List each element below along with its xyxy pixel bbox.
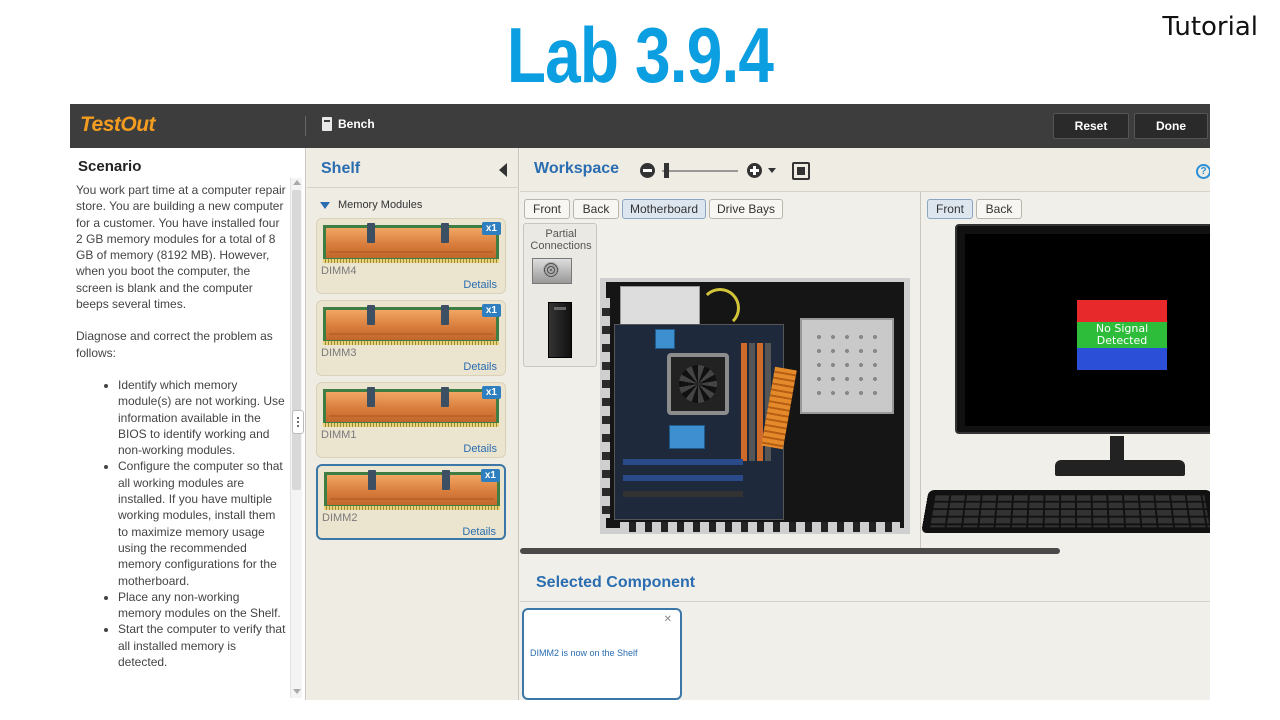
horizontal-scrollbar[interactable] <box>520 548 1060 554</box>
scenario-text: You work part time at a computer repair … <box>76 182 286 670</box>
topbar-divider <box>305 116 306 136</box>
fit-to-screen-icon[interactable] <box>792 162 810 180</box>
details-link[interactable]: Details <box>462 526 496 538</box>
dimm-slot[interactable] <box>741 343 747 461</box>
scenario-task-list: Identify which memory module(s) are not … <box>118 377 286 670</box>
monitor-front-button[interactable]: Front <box>927 199 973 219</box>
details-link[interactable]: Details <box>463 361 497 373</box>
scroll-thumb[interactable] <box>292 190 301 490</box>
bench-icon <box>322 117 332 131</box>
collapse-left-icon[interactable] <box>499 163 507 177</box>
case-power-supply[interactable] <box>620 286 700 326</box>
selected-component-card: ✕ DIMM2 is now on the Shelf <box>522 608 682 700</box>
view-divider <box>920 192 921 552</box>
top-bar: TestOut Bench Reset Done <box>70 104 1210 148</box>
zoom-out-icon[interactable] <box>640 163 655 178</box>
motherboard[interactable] <box>614 324 784 520</box>
scenario-panel: Scenario You work part time at a compute… <box>70 148 306 700</box>
memory-module-icon <box>324 470 500 510</box>
help-icon[interactable]: ? <box>1196 164 1210 179</box>
workspace-title: Workspace <box>534 160 620 177</box>
quantity-badge: x1 <box>481 386 501 399</box>
done-button[interactable]: Done <box>1134 113 1208 139</box>
close-icon[interactable]: ✕ <box>663 614 672 625</box>
chipset-heatsink <box>669 425 705 449</box>
scenario-task: Identify which memory module(s) are not … <box>118 377 286 458</box>
shelf-title: Shelf <box>321 160 361 177</box>
workspace-header: Workspace ? <box>520 148 1210 192</box>
group-label: Memory Modules <box>338 199 423 211</box>
details-link[interactable]: Details <box>463 279 497 291</box>
module-name: DIMM3 <box>321 347 357 359</box>
memory-module-icon <box>323 387 499 427</box>
shelf-item-dimm2[interactable]: x1 DIMM2 Details <box>316 464 506 540</box>
power-supply-icon[interactable] <box>532 258 572 284</box>
scenario-paragraph: You work part time at a computer repair … <box>76 183 286 312</box>
shelf-panel: Shelf Memory Modules x1 DIMM4 Details x1… <box>307 148 519 700</box>
memory-modules-group[interactable]: Memory Modules <box>320 199 422 211</box>
monitor-base <box>1055 460 1185 476</box>
zoom-dropdown-icon[interactable] <box>768 168 776 173</box>
selected-component-panel: Selected Component ✕ DIMM2 is now on the… <box>520 562 1210 700</box>
testout-logo: TestOut <box>80 113 156 136</box>
view-motherboard-button[interactable]: Motherboard <box>622 199 706 219</box>
computer-case-motherboard-view[interactable] <box>600 278 910 534</box>
computer-tower-icon[interactable] <box>548 302 572 358</box>
scenario-scrollbar[interactable] <box>290 178 302 698</box>
workspace-view-area: Front Back Motherboard Drive Bays Partia… <box>520 192 1210 562</box>
memory-module-icon <box>323 223 499 263</box>
scroll-down-arrow-icon[interactable] <box>293 689 301 694</box>
scenario-task: Configure the computer so that all worki… <box>118 458 286 588</box>
dimm-slot[interactable] <box>749 343 755 461</box>
shelf-header: Shelf <box>307 148 519 188</box>
dimm-slot[interactable] <box>757 343 763 461</box>
drive-cage[interactable] <box>800 318 894 414</box>
keyboard[interactable] <box>921 489 1210 534</box>
module-name: DIMM2 <box>322 512 358 524</box>
workspace-panel: Workspace ? Front Back Motherboard Drive… <box>520 148 1210 700</box>
selected-component-header: Selected Component <box>520 562 1210 602</box>
shelf-item-dimm4[interactable]: x1 DIMM4 Details <box>316 218 506 294</box>
partial-connections-panel: Partial Connections <box>523 223 597 367</box>
monitor-screen: No Signal Detected <box>965 234 1210 426</box>
vrm-heatsink <box>655 329 675 349</box>
cpu-fan-icon[interactable] <box>667 353 729 415</box>
tutorial-label: Tutorial <box>1162 12 1258 42</box>
status-message: DIMM2 is now on the Shelf <box>530 648 638 658</box>
scenario-task: Place any non-working memory modules on … <box>118 589 286 622</box>
zoom-slider-thumb[interactable] <box>664 163 669 178</box>
monitor[interactable]: No Signal Detected <box>955 224 1210 434</box>
module-name: DIMM1 <box>321 429 357 441</box>
quantity-badge: x1 <box>480 469 500 482</box>
view-front-button[interactable]: Front <box>524 199 570 219</box>
quantity-badge: x1 <box>481 222 501 235</box>
shelf-item-dimm3[interactable]: x1 DIMM3 Details <box>316 300 506 376</box>
expand-triangle-icon <box>320 201 330 209</box>
bench-label: Bench <box>338 117 375 131</box>
bench-tab[interactable]: Bench <box>322 117 375 131</box>
reset-button[interactable]: Reset <box>1053 113 1129 139</box>
shelf-item-dimm1[interactable]: x1 DIMM1 Details <box>316 382 506 458</box>
scroll-up-arrow-icon[interactable] <box>293 180 301 185</box>
zoom-slider[interactable] <box>662 170 738 172</box>
view-drive-bays-button[interactable]: Drive Bays <box>709 199 783 219</box>
monitor-stand <box>1110 436 1124 462</box>
memory-module-icon <box>323 305 499 345</box>
selected-component-title: Selected Component <box>536 574 696 591</box>
no-signal-message: No Signal Detected <box>1077 300 1167 372</box>
quantity-badge: x1 <box>481 304 501 317</box>
panel-splitter-handle[interactable] <box>292 410 304 434</box>
details-link[interactable]: Details <box>463 443 497 455</box>
scenario-heading: Scenario <box>78 158 142 175</box>
no-signal-text: No Signal Detected <box>1077 322 1167 348</box>
monitor-back-button[interactable]: Back <box>976 199 1022 219</box>
zoom-in-icon[interactable] <box>747 163 762 178</box>
scenario-task: Start the computer to verify that all in… <box>118 621 286 670</box>
lab-app-window: TestOut Bench Reset Done Scenario You wo… <box>70 104 1210 700</box>
partial-connections-label: Partial Connections <box>530 228 592 252</box>
module-name: DIMM4 <box>321 265 357 277</box>
lab-title: Lab 3.9.4 <box>506 11 774 99</box>
scenario-paragraph: Diagnose and correct the problem as foll… <box>76 329 273 360</box>
view-back-button[interactable]: Back <box>573 199 619 219</box>
